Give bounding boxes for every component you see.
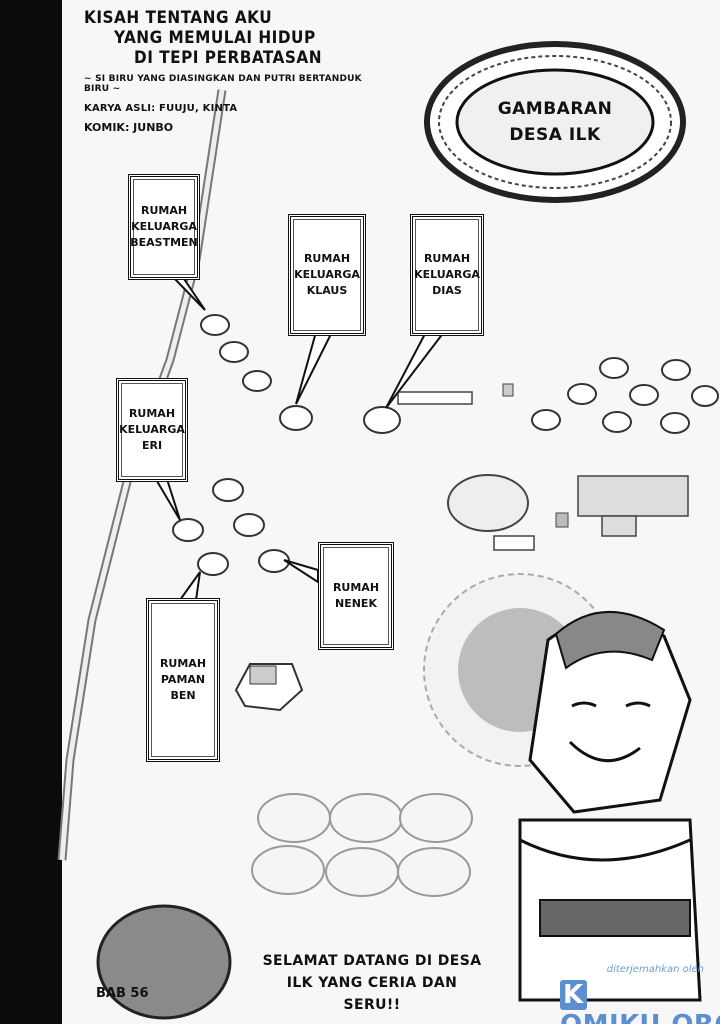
title-line-3: DI TEPI PERBATASAN	[134, 48, 323, 68]
watermark-logo-box: K	[560, 980, 587, 1010]
watermark-translated-by: diterjemahkan oleh	[606, 964, 704, 975]
label-beastmen-text: RUMAH KELUARGA BEASTMEN	[130, 204, 198, 249]
left-black-border	[0, 0, 62, 1024]
label-beastmen-house: RUMAH KELUARGA BEASTMEN	[128, 174, 200, 280]
comic-artist-credit: KOMIK: JUNBO	[84, 121, 174, 134]
label-klaus-text: RUMAH KELUARGA KLAUS	[294, 252, 360, 297]
label-dias-house: RUMAH KELUARGA DIAS	[410, 214, 484, 336]
old-man-character	[518, 611, 702, 1002]
label-eri-text: RUMAH KELUARGA ERI	[119, 407, 185, 452]
title-line-2: YANG MEMULAI HIDUP	[114, 28, 316, 48]
welcome-caption: SELAMAT DATANG DI DESA ILK YANG CERIA DA…	[262, 953, 482, 1013]
original-author-credit: KARYA ASLI: FUUJU, KINTA	[84, 103, 238, 114]
label-paman-ben-text: RUMAH PAMAN BEN	[159, 657, 207, 702]
village-overview-title: GAMBARAN DESA ILK	[497, 99, 613, 145]
ornate-frame	[424, 41, 686, 203]
translator-watermark: diterjemahkan oleh KOMIKU.ORG	[556, 962, 720, 1024]
label-paman-ben-house: RUMAH PAMAN BEN	[146, 598, 220, 762]
label-eri-house: RUMAH KELUARGA ERI	[116, 378, 188, 482]
large-tent	[447, 474, 529, 532]
tent-group-right	[531, 357, 719, 434]
label-klaus-house: RUMAH KELUARGA KLAUS	[288, 214, 366, 336]
watermark-logo-text: OMIKU.ORG	[560, 1010, 720, 1024]
chapter-number: BAB 56	[96, 986, 149, 1001]
label-nenek-house: RUMAH NENEK	[318, 542, 394, 650]
tent-group-left	[172, 314, 401, 576]
pond	[96, 904, 232, 1020]
watermark-logo: KOMIKU.ORG	[560, 980, 720, 1024]
label-nenek-text: RUMAH NENEK	[332, 581, 380, 610]
label-dias-text: RUMAH KELUARGA DIAS	[414, 252, 480, 297]
title-line-1: KISAH TENTANG AKU	[84, 8, 273, 28]
series-subtitle: ~ SI BIRU YANG DIASINGKAN DAN PUTRI BERT…	[84, 74, 362, 94]
fence	[397, 391, 473, 405]
crop-fields	[251, 793, 473, 897]
series-title-block: KISAH TENTANG AKU YANG MEMULAI HIDUP DI …	[84, 8, 364, 134]
barn	[577, 475, 689, 517]
